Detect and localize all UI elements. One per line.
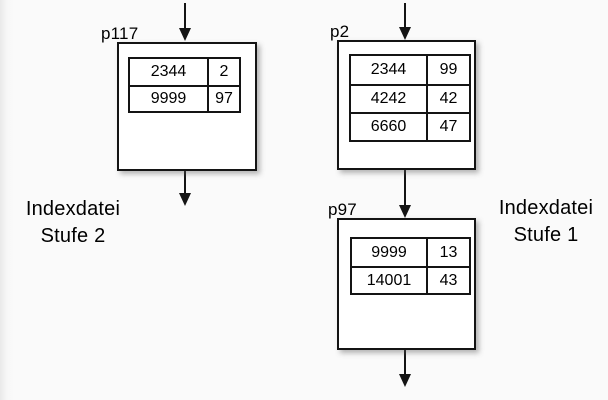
node-p2-table: 2344 99 4242 42 6660 47 [349,54,471,142]
key-cell: 2344 [370,61,407,78]
pointer-cell: 2 [207,59,239,85]
arrow-out-of-p117 [179,171,191,206]
label-line: Indexdatei [498,197,594,219]
arrowhead-down-icon [399,374,411,387]
arrowhead-down-icon [179,28,191,41]
pointer-cell: 97 [207,85,239,111]
pointer-cell: 42 [426,84,469,112]
key-cell: 6660 [351,112,426,140]
pointer-cell: 13 [426,239,469,266]
key-cell: 2344 [150,63,187,80]
key-cell: 9999 [371,243,407,261]
arrow-out-of-p97 [399,350,411,387]
arrow-stem [184,171,186,195]
node-p2-box: 2344 99 4242 42 6660 47 [337,40,476,170]
pointer-cell: 99 [426,56,469,84]
node-p97-box: 9999 13 14001 43 [337,218,476,350]
arrow-into-p117 [179,3,191,41]
node-p97-table: 9999 13 14001 43 [350,237,471,295]
arrow-stem [404,170,406,207]
arrow-stem [184,3,186,30]
node-p117-box: 2344 2 9999 97 [117,42,257,171]
label-line: Stufe 1 [513,224,579,246]
node-p2-label: p2 [330,22,350,41]
label-indexdatei-stufe-2: Indexdatei Stufe 2 [10,196,136,250]
key-cell: 14001 [352,266,426,293]
arrow-stem [404,350,406,376]
node-p117-label: p117 [101,24,139,43]
arrowhead-down-icon [179,193,191,206]
arrowhead-down-icon [399,27,411,40]
key-cell: 4242 [351,84,426,112]
arrowhead-down-icon [399,205,411,218]
arrow-stem [404,3,406,29]
node-p97-label: p97 [328,200,357,219]
key-cell: 9999 [130,85,207,111]
label-indexdatei-stufe-1: Indexdatei Stufe 1 [484,195,608,249]
label-line: Stufe 2 [40,225,106,247]
arrow-into-p2 [399,3,411,40]
pointer-cell: 43 [426,266,469,293]
label-line: Indexdatei [25,198,121,220]
arrow-p2-to-p97 [399,170,411,218]
node-p117-table: 2344 2 9999 97 [128,57,241,113]
pointer-cell: 47 [426,112,469,140]
